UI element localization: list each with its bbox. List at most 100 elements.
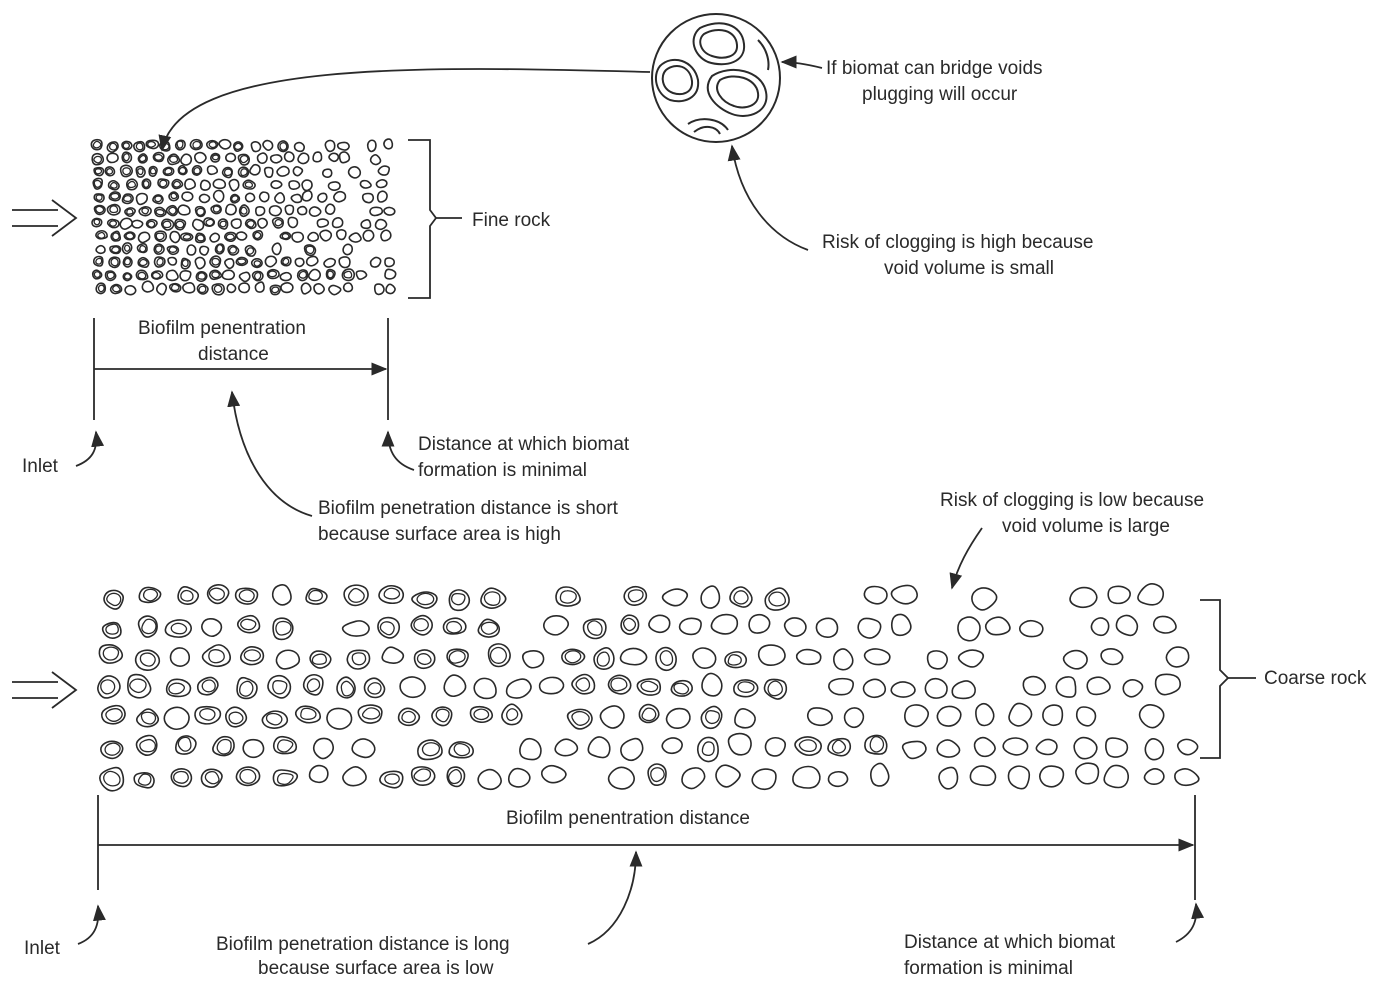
biofilm-layer	[271, 286, 280, 294]
rock-grain	[106, 152, 119, 164]
biofilm-layer	[300, 707, 317, 720]
rock-grain	[225, 152, 237, 163]
fine-minimal-line2: formation is minimal	[418, 460, 587, 481]
rock-grain	[1007, 765, 1031, 790]
biofilm-layer	[230, 195, 239, 202]
biofilm-layer	[228, 711, 244, 725]
rock-grain	[238, 271, 251, 283]
rock-grain	[294, 705, 322, 724]
rock-grain	[249, 163, 261, 176]
rock-grain	[154, 230, 168, 243]
rock-grain	[331, 217, 344, 229]
rock-grain	[1154, 673, 1182, 696]
biofilm-layer	[586, 620, 603, 636]
rock-grain	[571, 673, 596, 695]
rock-grain	[599, 705, 625, 729]
biofilm-layer	[137, 271, 147, 280]
rock-grain	[250, 257, 263, 269]
rock-grain	[251, 270, 264, 282]
rock-grain	[191, 164, 203, 176]
rock-grain	[832, 648, 854, 671]
biofilm-layer	[281, 232, 290, 240]
biofilm-layer	[111, 246, 120, 254]
rock-grain	[288, 180, 301, 191]
rock-grain	[296, 205, 308, 216]
rock-grain	[446, 648, 469, 668]
rock-grain	[448, 741, 474, 759]
biofilm-layer	[122, 153, 130, 162]
biofilm-layer	[94, 168, 103, 175]
rock-grain	[206, 583, 230, 605]
rock-grain	[969, 765, 997, 787]
rock-grain	[270, 180, 283, 190]
rock-grain	[1018, 619, 1044, 638]
rock-grain	[228, 178, 240, 192]
rock-grain	[328, 284, 342, 296]
rock-grain	[827, 770, 849, 788]
rock-grain	[540, 764, 567, 784]
fine-rock-label: Fine rock	[472, 210, 551, 231]
biofilm-layer	[197, 272, 206, 280]
rock-grain	[346, 649, 371, 670]
rock-grain	[1055, 676, 1077, 698]
coarse-inlet-flow-arrow	[12, 671, 78, 709]
biofilm-layer	[168, 206, 177, 215]
rock-grain	[92, 255, 104, 267]
rock-grain	[792, 765, 821, 789]
coarse-minimal-leader	[1175, 902, 1205, 943]
biofilm-layer	[228, 246, 238, 254]
rock-grain	[134, 649, 161, 671]
rock-grain	[214, 243, 225, 255]
rock-grain	[193, 151, 207, 164]
rock-grain	[119, 164, 134, 178]
biofilm-layer	[243, 649, 261, 662]
biofilm-layer	[298, 270, 308, 279]
rock-grain	[168, 191, 180, 202]
rock-grain	[1075, 706, 1097, 727]
rock-grain	[384, 257, 396, 268]
rock-grain	[169, 647, 191, 667]
biofilm-layer	[168, 246, 178, 253]
rock-grain	[326, 707, 353, 730]
rock-grain	[224, 706, 248, 728]
biofilm-layer	[239, 768, 257, 784]
rock-grain	[1100, 647, 1124, 666]
biofilm-layer	[92, 140, 102, 149]
rock-grain	[244, 218, 257, 230]
rock-grain	[182, 281, 196, 294]
rock-grain	[165, 678, 192, 698]
rock-grain	[366, 139, 377, 153]
rock-grain	[179, 270, 192, 282]
rock-grain	[100, 704, 126, 725]
biofilm-layer	[102, 646, 120, 661]
rock-grain	[724, 651, 748, 669]
rock-grain	[184, 178, 197, 191]
biofilm-layer	[138, 258, 148, 267]
biofilm-layer	[140, 711, 157, 725]
biofilm-layer	[233, 142, 243, 151]
rock-grain	[377, 165, 391, 176]
biofilm-layer	[240, 206, 248, 215]
rock-grain	[109, 245, 122, 255]
rock-grain	[104, 270, 117, 282]
rock-grain	[620, 614, 640, 635]
rock-grain	[417, 739, 443, 761]
rock-grain	[1062, 649, 1088, 670]
rock-grain	[166, 245, 180, 256]
rock-grain	[890, 681, 916, 698]
rock-grain	[555, 586, 581, 607]
rock-grain	[410, 766, 436, 787]
rock-grain	[1122, 678, 1144, 698]
rock-grain	[357, 704, 383, 724]
rock-grain	[380, 229, 392, 242]
biofilm-layer	[211, 154, 220, 161]
rock-grain	[210, 204, 222, 215]
rock-grain	[763, 678, 788, 700]
high-risk-leader	[727, 144, 809, 251]
biofilm-layer	[831, 739, 847, 754]
biofilm-layer	[127, 180, 137, 189]
rock-grain	[194, 232, 206, 244]
biofilm-layer	[219, 220, 227, 228]
rock-grain	[384, 268, 397, 280]
rock-grain	[296, 269, 309, 282]
